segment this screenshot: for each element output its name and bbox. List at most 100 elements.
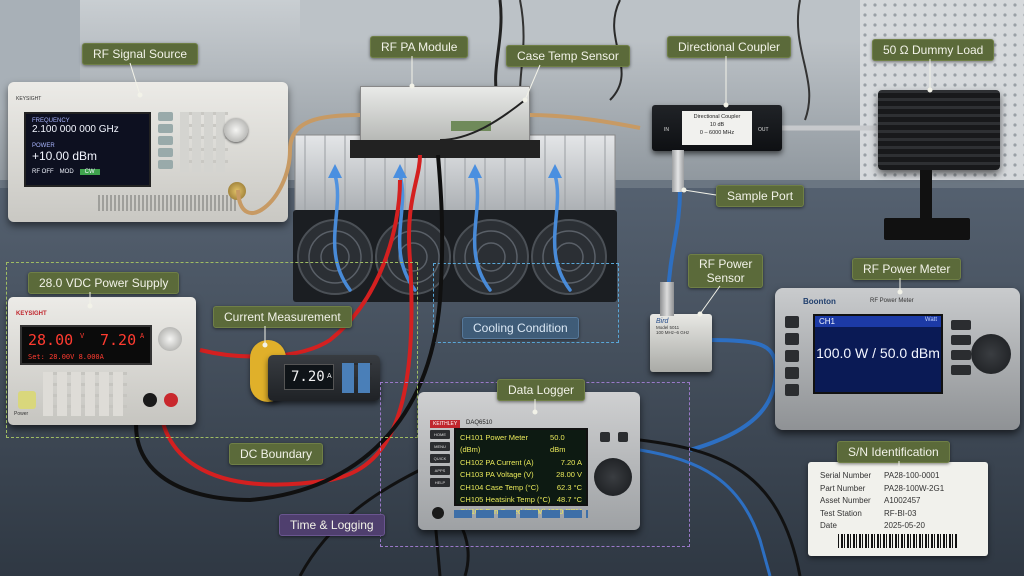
meter-dpad[interactable]: [971, 334, 1011, 374]
coupler-label: Directional Coupler 10 dB 0 – 6000 MHz: [682, 111, 752, 145]
callout-dc-boundary: DC Boundary: [229, 443, 324, 465]
sensor-brand: Bird: [656, 318, 669, 325]
callout-time-logging: Time & Logging: [279, 514, 385, 536]
signal-generator-brand: KEYSIGHT: [16, 96, 42, 102]
pa-mounting-plate: [350, 140, 540, 158]
rf-power-sensor: Bird Model 5011 100 MHz–6 GHz: [650, 314, 712, 372]
signal-generator-keypad[interactable]: [180, 112, 228, 172]
cw-softkey[interactable]: CW: [79, 169, 100, 175]
frequency-label: FREQUENCY: [32, 118, 70, 124]
clamp-buttons[interactable]: [342, 363, 372, 393]
callout-case-temp-sensor: Case Temp Sensor: [506, 45, 630, 67]
logger-key-home[interactable]: HOME: [430, 430, 450, 439]
dummy-load-base: [884, 218, 970, 240]
meter-key-f1[interactable]: [785, 316, 799, 328]
frequency-value: 2.100 000 000 GHz: [32, 124, 119, 135]
meter-key-f3[interactable]: [785, 350, 799, 362]
logger-key-quick[interactable]: QUICK: [430, 454, 450, 463]
meter-screen: CH1 Watt 100.0 W / 50.0 dBm: [813, 314, 943, 394]
callout-rf-power-sensor-line1: RF Power: [699, 257, 753, 271]
meter-key-menu[interactable]: [951, 320, 971, 330]
sensor-range: 100 MHz–6 GHz: [656, 330, 690, 335]
callout-dummy-load: 50 Ω Dummy Load: [872, 39, 995, 61]
meter-reading: 100.0 W / 50.0 dBm: [816, 345, 940, 361]
meter-key-cal[interactable]: [951, 365, 971, 375]
callout-data-logger: Data Logger: [497, 379, 586, 401]
softkey-1[interactable]: [158, 112, 173, 121]
callout-current-measurement: Current Measurement: [213, 306, 352, 328]
rf-power-meter: Boonton RF Power Meter CH1 Watt 100.0 W …: [775, 288, 1020, 430]
meter-key-f5[interactable]: [785, 384, 799, 396]
callout-rf-power-meter: RF Power Meter: [852, 258, 962, 280]
directional-coupler: Directional Coupler 10 dB 0 – 6000 MHz I…: [652, 105, 782, 151]
dc-boundary-box: [6, 262, 418, 438]
logger-key-exit[interactable]: [618, 432, 628, 442]
callout-rf-power-sensor-line2: Sensor: [706, 271, 745, 285]
meter-key-f2[interactable]: [785, 333, 799, 345]
logger-model: DAQ6510: [466, 420, 493, 426]
softkey-3[interactable]: [158, 136, 173, 145]
psu-output-positive[interactable]: [164, 393, 178, 407]
logger-dpad[interactable]: [594, 458, 632, 496]
coupler-coupling: 10 dB: [709, 122, 725, 128]
meter-mode: Watt: [924, 317, 937, 323]
meter-status-bar: CH1 Watt: [815, 316, 941, 327]
logger-softkeys[interactable]: [454, 510, 588, 518]
sensor-connector[interactable]: [660, 282, 674, 316]
logger-row: CH103 PA Voltage (V)28.00 V: [460, 470, 582, 480]
coupler-input-label: IN: [664, 127, 669, 133]
psu-power-label: Power: [14, 411, 29, 417]
sensor-model: Model 5011: [656, 325, 680, 330]
psu-brand: KEYSIGHT: [16, 311, 47, 317]
callout-sample-port: Sample Port: [716, 185, 805, 207]
softkey-4[interactable]: [158, 148, 173, 157]
power-value: +10.00 dBm: [32, 149, 98, 163]
softkey-2[interactable]: [158, 124, 173, 133]
logger-key-enter[interactable]: [600, 432, 610, 442]
softkey-5[interactable]: [158, 160, 173, 169]
psu-power-button[interactable]: [18, 391, 36, 409]
callout-rf-signal-source: RF Signal Source: [82, 43, 199, 65]
meter-title: RF Power Meter: [870, 298, 914, 304]
callout-sn-identification: S/N Identification: [837, 441, 950, 463]
dummy-load: [878, 90, 1000, 170]
meter-key-f4[interactable]: [785, 367, 799, 379]
mod-softkey[interactable]: MOD: [59, 169, 74, 175]
logger-power-button[interactable]: [432, 507, 444, 519]
clamp-unit: A: [327, 373, 332, 380]
clamp-reading: 7.20: [291, 369, 325, 385]
callout-cooling-condition: Cooling Condition: [462, 317, 579, 339]
pa-label-plate: [451, 121, 491, 131]
psu-voltage-unit: V: [80, 332, 85, 340]
logger-row: CH105 Heatsink Temp (°C)48.7 °C: [460, 495, 582, 505]
logger-key-apps[interactable]: APPS: [430, 466, 450, 475]
meter-right-keys: [951, 320, 971, 390]
psu-keypad[interactable]: [43, 372, 127, 416]
psu-setpoint: Set: 28.00V 8.000A: [28, 353, 104, 361]
logger-side-keys: HOME MENU QUICK APPS HELP: [430, 430, 450, 487]
psu-knob[interactable]: [158, 327, 182, 351]
callout-rf-pa-module: RF PA Module: [370, 36, 469, 58]
logger-key-menu[interactable]: MENU: [430, 442, 450, 451]
meter-key-ch[interactable]: [951, 335, 971, 345]
cooling-boundary: [433, 263, 619, 343]
meter-key-zero[interactable]: [951, 350, 971, 360]
sample-port-connector[interactable]: [672, 150, 684, 192]
clamp-display: 7.20 A: [284, 364, 334, 390]
rf-off-softkey[interactable]: RF OFF: [32, 169, 54, 175]
psu-current: 7.20: [100, 331, 137, 349]
logger-key-help[interactable]: HELP: [430, 478, 450, 487]
meter-brand: Boonton: [803, 297, 836, 306]
dc-power-supply: KEYSIGHT 28.00 V 7.20 A Set: 28.00V 8.00…: [8, 297, 196, 425]
rotary-knob[interactable]: [224, 118, 248, 142]
psu-output-negative[interactable]: [143, 393, 157, 407]
coupler-output-label: OUT: [758, 127, 769, 133]
meter-channel: CH1: [819, 317, 836, 326]
rf-pa-module: [360, 86, 530, 144]
logger-screen: CH101 Power Meter (dBm)50.0 dBm CH102 PA…: [454, 428, 588, 516]
signal-generator: KEYSIGHT FREQUENCY 2.100 000 000 GHz POW…: [8, 82, 288, 222]
